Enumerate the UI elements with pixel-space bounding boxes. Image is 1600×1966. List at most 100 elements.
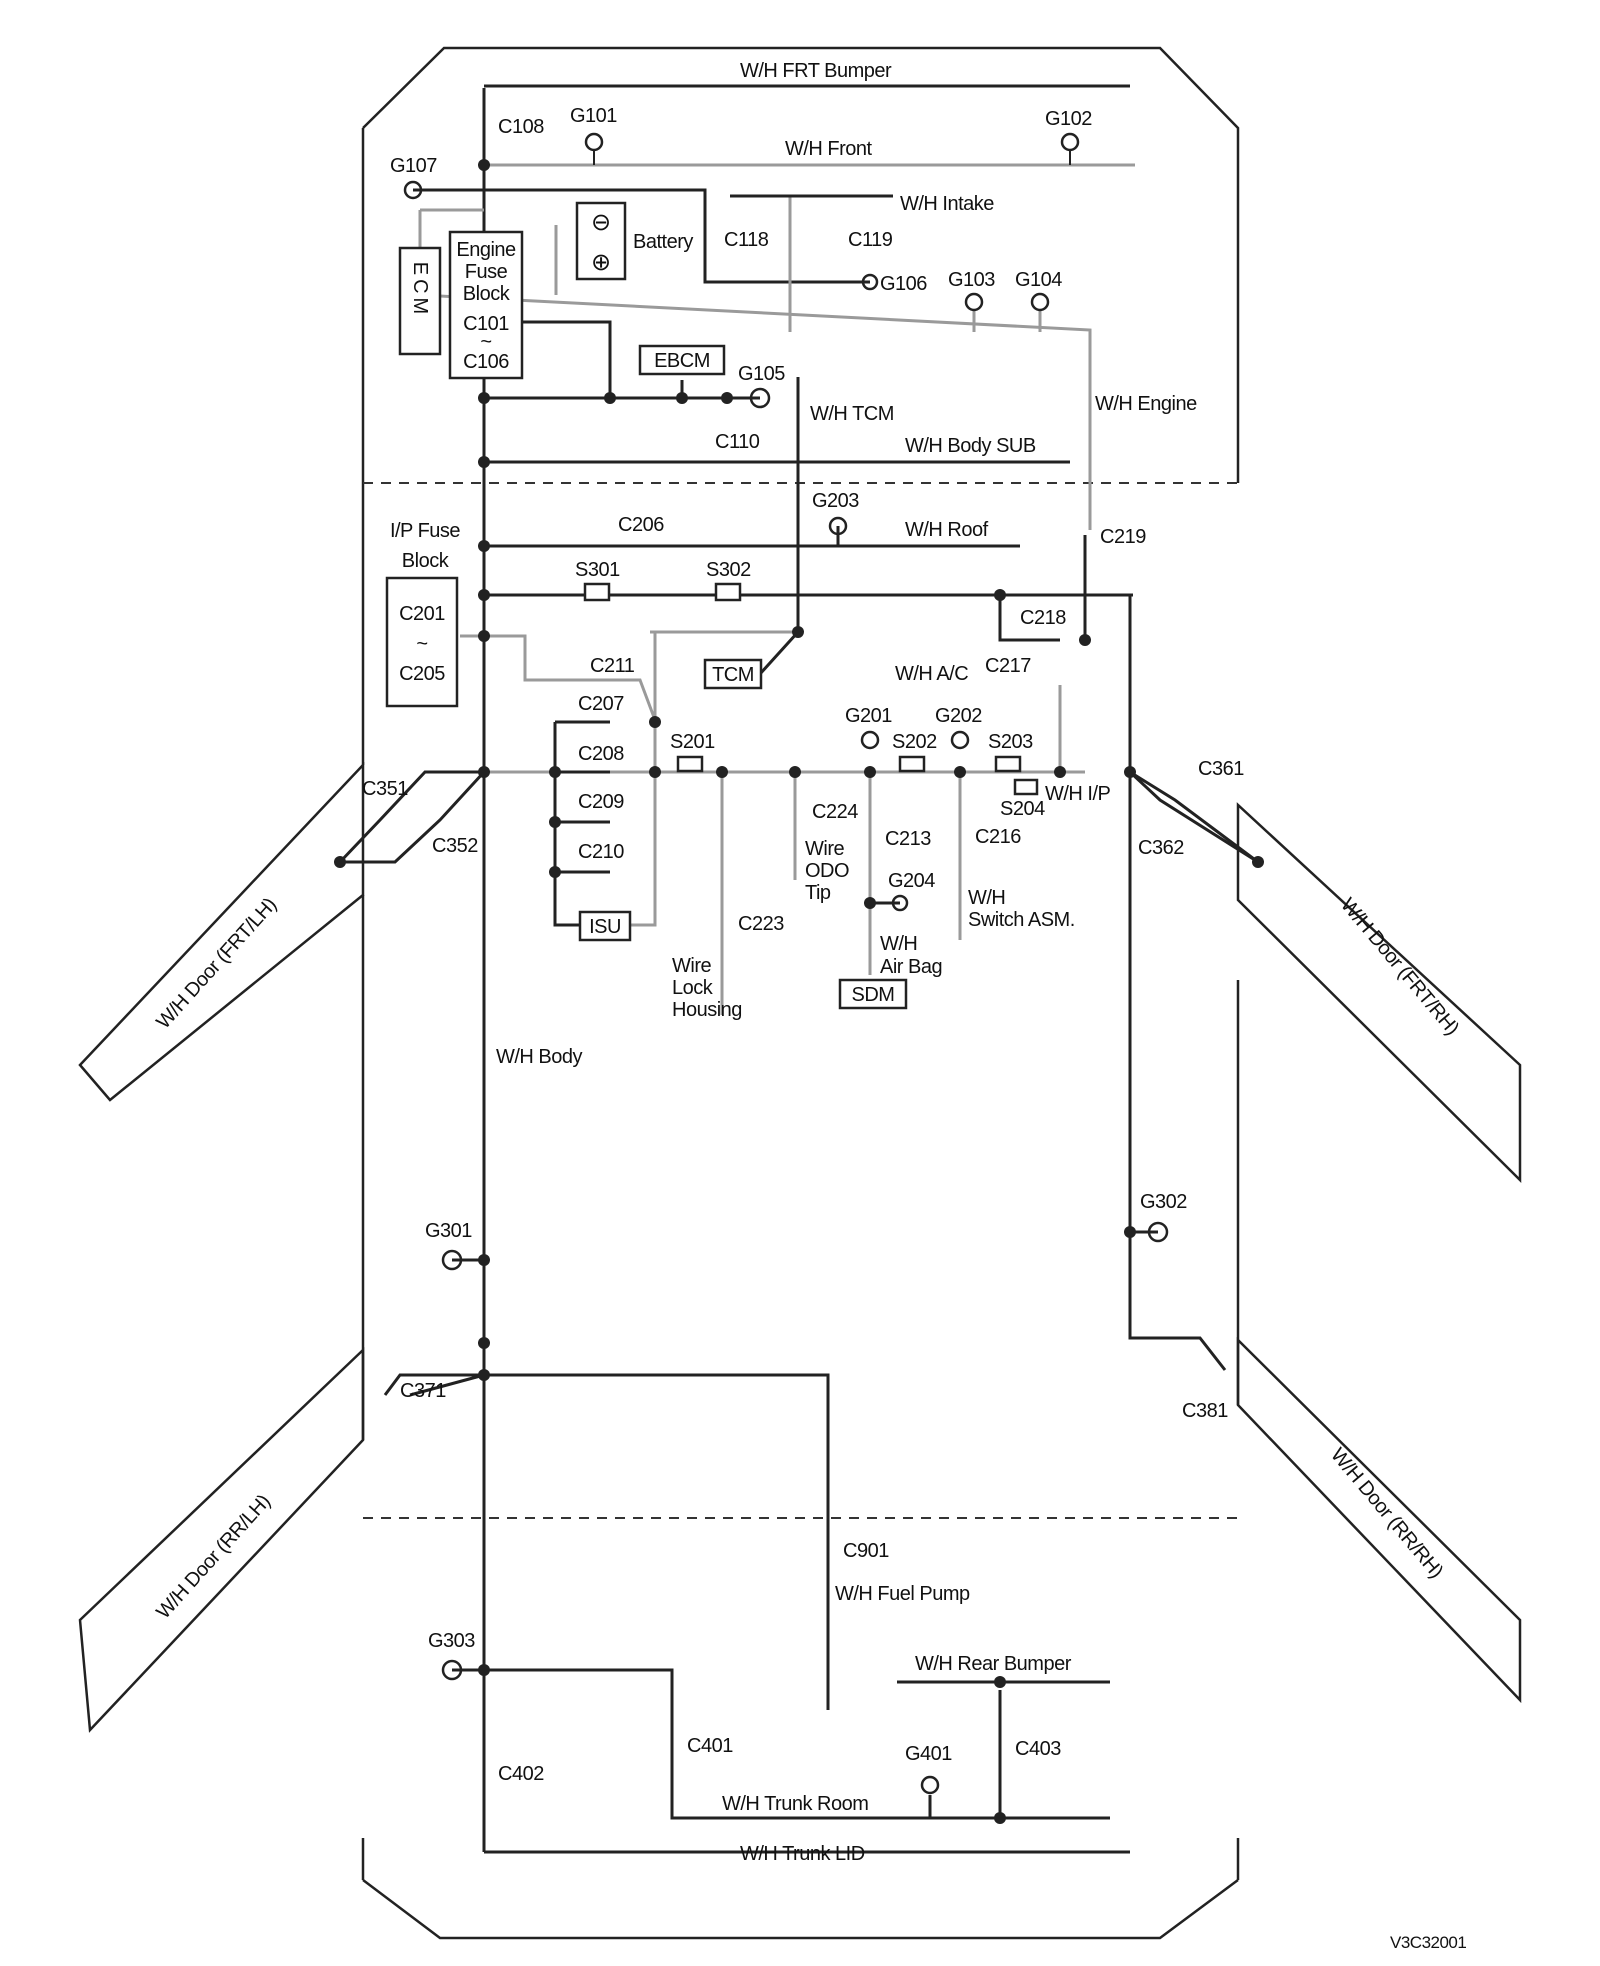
g102-label: G102 [1045, 108, 1092, 130]
g101-icon [584, 132, 604, 152]
ecm-label: ECM [409, 262, 431, 318]
s202-label: S202 [892, 731, 937, 753]
vehicle-outline [361, 46, 1240, 1940]
engine-fuse-block-label-3: Block [463, 283, 511, 305]
battery-pos-icon: ⊕ [591, 249, 611, 276]
s301-icon [583, 582, 611, 602]
ip-fuse-c201: C201 [399, 603, 445, 625]
ip-label: W/H I/P [1045, 783, 1111, 805]
g302-icon [1147, 1221, 1169, 1243]
wire-lock-label-1: Wire [672, 955, 711, 977]
ebcm-label: EBCM [654, 350, 710, 372]
c901-label: C901 [843, 1540, 889, 1562]
g301-icon [441, 1249, 463, 1271]
c223-label: C223 [738, 913, 784, 935]
c381-label: C381 [1182, 1400, 1228, 1422]
wire-odo-label-3: Tip [805, 882, 831, 904]
front-label: W/H Front [785, 138, 873, 160]
c218-label: C218 [1020, 607, 1066, 629]
wire-lock-label-2: Lock [672, 977, 714, 999]
g103-icon [964, 292, 984, 312]
ground-labels: G101 G102 G107 G106 G103 G104 G105 G203 … [390, 105, 1188, 1765]
engine-fuse-block-label-1: Engine [456, 239, 516, 261]
fuel-pump-label: W/H Fuel Pump [835, 1583, 970, 1605]
g203-label: G203 [812, 490, 859, 512]
engine-fuse-block-label-2: Fuse [465, 261, 508, 283]
s204-label: S204 [1000, 798, 1045, 820]
c210-label: C210 [578, 841, 624, 863]
c361-label: C361 [1198, 758, 1244, 780]
c371-label: C371 [400, 1380, 446, 1402]
battery-neg-icon: ⊖ [591, 209, 611, 236]
connector-labels: C108 C118 C119 C110 C206 C219 C218 C211 … [362, 116, 1245, 1785]
engine-fuse-block-c106: C106 [463, 351, 509, 373]
g202-label: G202 [935, 705, 982, 727]
c217-label: C217 [985, 655, 1031, 677]
engine-fuse-block-c101: C101 [463, 313, 509, 335]
door-rr-lh: W/H Door (RR/LH) [78, 1347, 365, 1733]
body-label: W/H Body [496, 1046, 583, 1068]
door-rr-lh-label: W/H Door (RR/LH) [152, 1491, 275, 1624]
ip-fuse-c205: C205 [399, 663, 445, 685]
c352-label: C352 [432, 835, 478, 857]
s201-icon [676, 755, 704, 773]
c108-label: C108 [498, 116, 544, 138]
components: ECM Engine Fuse Block C101 ~ C106 ⊖ ⊕ Ba… [385, 201, 908, 1010]
s301-label: S301 [575, 559, 620, 581]
g107-label: G107 [390, 155, 437, 177]
g104-label: G104 [1015, 269, 1062, 291]
harness-labels: W/H FRT Bumper W/H Front W/H Intake W/H … [496, 60, 1198, 1865]
frt-bumper-label: W/H FRT Bumper [740, 60, 892, 82]
c351-label: C351 [362, 778, 408, 800]
switch-asm-label-1: W/H [968, 887, 1005, 909]
c207-label: C207 [578, 693, 624, 715]
trunk-lid-label: W/H Trunk LID [740, 1843, 865, 1865]
door-frt-lh: W/H Door (FRT/LH) [78, 761, 365, 1102]
c213-label: C213 [885, 828, 931, 850]
s201-label: S201 [670, 731, 715, 753]
g401-label: G401 [905, 1743, 952, 1765]
g202-icon [950, 730, 970, 750]
s302-icon [714, 582, 742, 602]
c401-label: C401 [687, 1735, 733, 1757]
wire-lock-label-3: Housing [672, 999, 742, 1021]
g105-icon [749, 387, 771, 409]
trunk-room-label: W/H Trunk Room [722, 1793, 868, 1815]
door-frt-rh: W/H Door (FRT/RH) [1236, 802, 1522, 1184]
g204-icon [891, 894, 909, 912]
c118-label: C118 [724, 229, 769, 251]
ip-fuse-block-label-1: I/P Fuse [390, 520, 460, 542]
tcm-box [703, 658, 763, 690]
g203-icon [828, 516, 848, 536]
isu-label: ISU [589, 916, 621, 938]
ip-fuse-block-box [385, 576, 459, 708]
roof-label: W/H Roof [905, 519, 989, 541]
engine-fuse-block-box [448, 230, 524, 380]
g102-icon [1060, 132, 1080, 152]
g401-icon [920, 1775, 940, 1795]
intake-label: W/H Intake [900, 193, 994, 215]
s203-label: S203 [988, 731, 1033, 753]
c403-label: C403 [1015, 1738, 1061, 1760]
c209-label: C209 [578, 791, 624, 813]
c211-label: C211 [590, 655, 635, 677]
ac-label: W/H A/C [895, 663, 968, 685]
c362-label: C362 [1138, 837, 1184, 859]
ground-symbols [403, 132, 1169, 1795]
c110-label: C110 [715, 431, 760, 453]
air-bag-label-1: W/H [880, 933, 917, 955]
splices: S301 S302 S201 S202 S203 S204 [575, 559, 1046, 820]
g201-icon [860, 730, 880, 750]
g106-label: G106 [880, 273, 927, 295]
s203-icon [994, 755, 1022, 773]
g103-label: G103 [948, 269, 995, 291]
c402-label: C402 [498, 1763, 544, 1785]
sdm-box [838, 978, 908, 1010]
isu-box [578, 910, 632, 942]
s202-icon [898, 755, 926, 773]
g301-label: G301 [425, 1220, 472, 1242]
g201-label: G201 [845, 705, 892, 727]
ip-fuse-block-label-2: Block [402, 550, 450, 572]
ip-fuse-tilde: ~ [416, 633, 427, 655]
